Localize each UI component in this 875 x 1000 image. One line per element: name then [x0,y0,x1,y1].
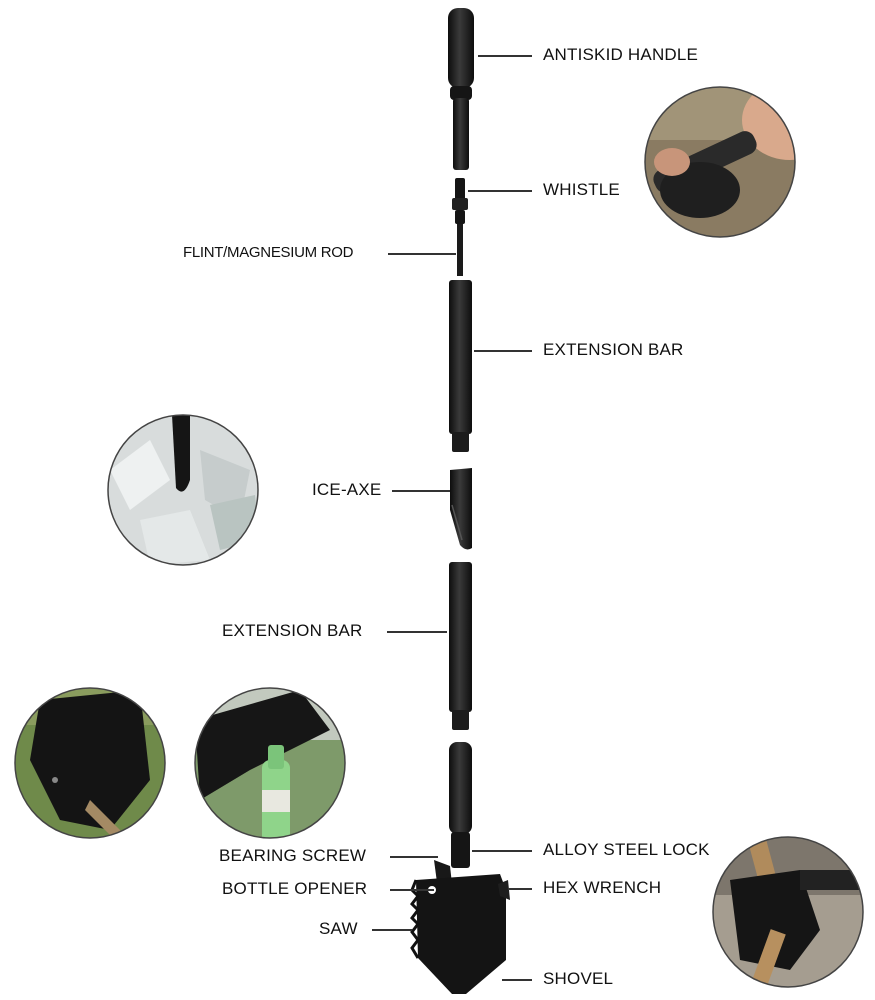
label-hex-wrench: HEX WRENCH [543,878,662,897]
label-alloy-steel-lock: ALLOY STEEL LOCK [543,840,710,859]
label-antiskid-handle: ANTISKID HANDLE [543,45,699,64]
whistle-part [452,178,468,224]
antiskid-handle-part [448,8,474,170]
leader-shovel [502,979,532,981]
whistle-inset-photo [644,86,796,238]
leader-alloy-steel-lock [472,850,532,852]
leader-bearing-screw [390,856,438,858]
bottle-opener-inset-photo [194,687,346,839]
extension-bar-top-part [449,280,472,452]
leader-extension-bar-bottom [387,631,447,633]
label-bottle-opener: BOTTLE OPENER [222,879,368,898]
leader-extension-bar-top [474,350,532,352]
label-shovel: SHOVEL [543,969,614,988]
label-extension-bar-bottom: EXTENSION BAR [222,621,363,640]
ice-axe-inset-photo [107,414,259,566]
leader-whistle [468,190,532,192]
flint-rod-part [457,224,463,276]
saw-spade-inset-photo [14,687,166,839]
extension-bar-bottom-part [449,562,472,730]
label-bearing-screw: BEARING SCREW [219,846,367,865]
leader-flint-rod [388,253,456,255]
leader-ice-axe [392,490,450,492]
label-ice-axe: ICE-AXE [312,480,382,499]
shovel-wood-inset-photo [712,836,864,988]
shovel-part [410,742,510,994]
leader-antiskid-handle [478,55,532,57]
leader-bottle-opener [390,889,434,891]
label-saw: SAW [319,919,358,938]
leader-saw [372,929,412,931]
label-flint-rod: FLINT/MAGNESIUM ROD [183,244,354,261]
ice-axe-part [450,468,472,550]
leader-hex-wrench [508,888,532,890]
label-whistle: WHISTLE [543,180,620,199]
label-extension-bar-top: EXTENSION BAR [543,340,684,359]
